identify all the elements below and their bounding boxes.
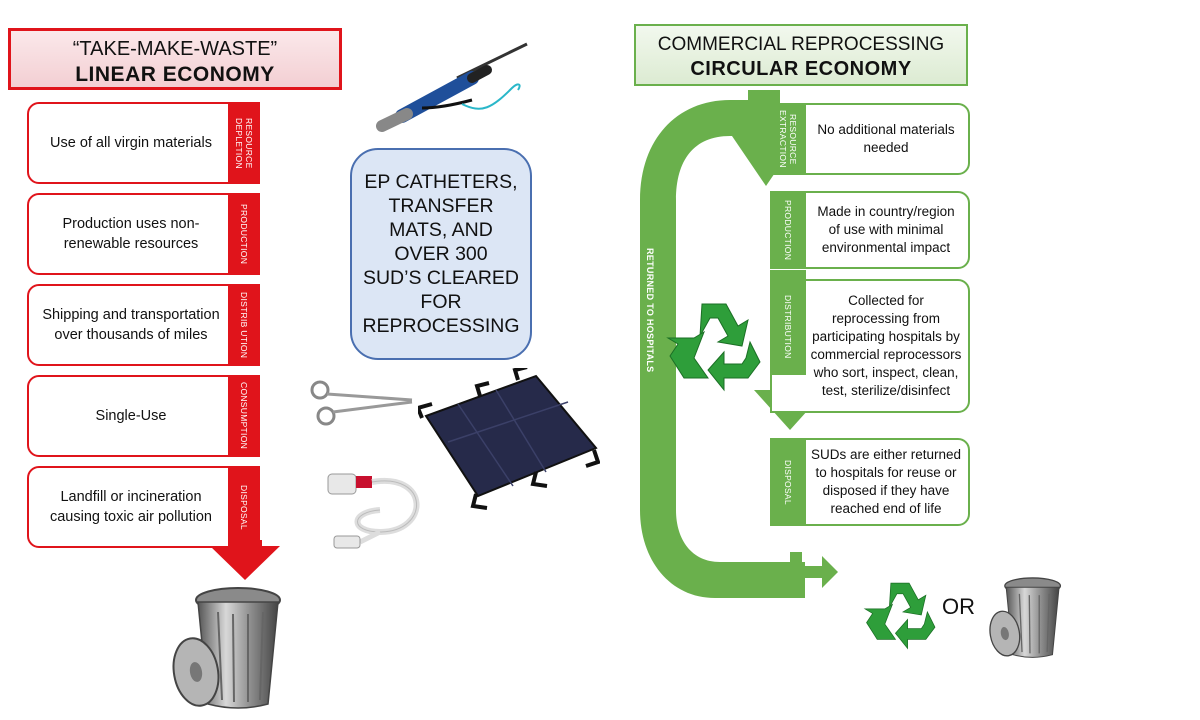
forceps-image bbox=[310, 380, 413, 426]
recycle-icon bbox=[666, 303, 761, 392]
linear-header-line2: LINEAR ECONOMY bbox=[75, 63, 275, 86]
circular-step-text: No additional materials needed bbox=[817, 122, 955, 155]
circular-header-line2: CIRCULAR ECONOMY bbox=[690, 58, 912, 80]
linear-tab-production: PRODUCTION bbox=[228, 193, 260, 275]
linear-economy-header: “TAKE-MAKE-WASTE” LINEAR ECONOMY bbox=[8, 28, 342, 90]
transfer-mat-image bbox=[418, 368, 600, 510]
linear-tab-label: DISTRIB UTION bbox=[239, 291, 249, 359]
linear-down-arrow bbox=[210, 540, 280, 580]
trash-can-icon bbox=[172, 587, 281, 709]
linear-step-disposal: Landfill or incineration causing toxic a… bbox=[27, 466, 235, 548]
linear-tab-label: PRODUCTION bbox=[239, 203, 249, 265]
linear-tab-label: CONSUMPTION bbox=[239, 382, 249, 450]
circular-tab-label: DISTRIBUTION bbox=[783, 295, 793, 359]
trash-can-icon bbox=[989, 577, 1062, 658]
returned-to-hospitals-label: RETURNED TO HOSPITALS bbox=[638, 160, 662, 460]
circular-tab-label: RESOURCE EXTRACTION bbox=[778, 110, 798, 168]
linear-tab-resource-depletion: RESOURCE DEPLETION bbox=[228, 102, 260, 184]
cable-image bbox=[327, 473, 420, 549]
circular-step-text: Collected for reprocessing from particip… bbox=[810, 293, 962, 398]
circular-header-line1: COMMERCIAL REPROCESSING bbox=[657, 34, 945, 55]
linear-tab-distribution: DISTRIB UTION bbox=[228, 284, 260, 366]
linear-tab-label: DISPOSAL bbox=[239, 484, 249, 530]
linear-step-text: Landfill or incineration causing toxic a… bbox=[49, 489, 212, 525]
ep-catheters-box: EP CATHETERS, TRANSFER MATS, AND OVER 30… bbox=[350, 148, 532, 360]
circular-tab-resource-extraction: RESOURCE EXTRACTION bbox=[770, 103, 806, 175]
circular-step-text: SUDs are either returned to hospitals fo… bbox=[810, 447, 962, 516]
linear-step-consumption: Single-Use bbox=[27, 375, 235, 457]
circular-tab-production: PRODUCTION bbox=[770, 191, 806, 269]
returned-label-text: RETURNED TO HOSPITALS bbox=[645, 247, 655, 373]
linear-step-text: Use of all virgin materials bbox=[50, 135, 212, 151]
linear-step-text: Production uses non-renewable resources bbox=[62, 216, 200, 252]
circular-tab-label: DISPOSAL bbox=[783, 459, 793, 505]
linear-step-text: Shipping and transportation over thousan… bbox=[42, 307, 220, 343]
circular-tab-distribution: DISTRIBUTION bbox=[770, 279, 806, 375]
recycle-icon bbox=[863, 582, 936, 650]
linear-tab-consumption: CONSUMPTION bbox=[228, 375, 260, 457]
linear-step-distribution: Shipping and transportation over thousan… bbox=[27, 284, 235, 366]
circular-step-text: Made in country/region of use with minim… bbox=[817, 204, 955, 255]
linear-step-resource-depletion: Use of all virgin materials bbox=[27, 102, 235, 184]
circular-tab-label: PRODUCTION bbox=[783, 199, 793, 261]
or-label: OR bbox=[942, 594, 975, 619]
linear-header-line1: “TAKE-MAKE-WASTE” bbox=[72, 38, 278, 60]
linear-tab-label: RESOURCE DEPLETION bbox=[234, 117, 254, 169]
linear-step-text: Single-Use bbox=[95, 408, 167, 424]
ep-catheters-text: EP CATHETERS, TRANSFER MATS, AND OVER 30… bbox=[362, 171, 520, 337]
ep-catheter-image bbox=[376, 42, 528, 132]
linear-step-production: Production uses non-renewable resources bbox=[27, 193, 235, 275]
linear-tab-disposal: DISPOSAL bbox=[228, 466, 260, 548]
circular-economy-header: COMMERCIAL REPROCESSING CIRCULAR ECONOMY bbox=[634, 24, 968, 86]
circular-tab-disposal: DISPOSAL bbox=[770, 438, 806, 526]
